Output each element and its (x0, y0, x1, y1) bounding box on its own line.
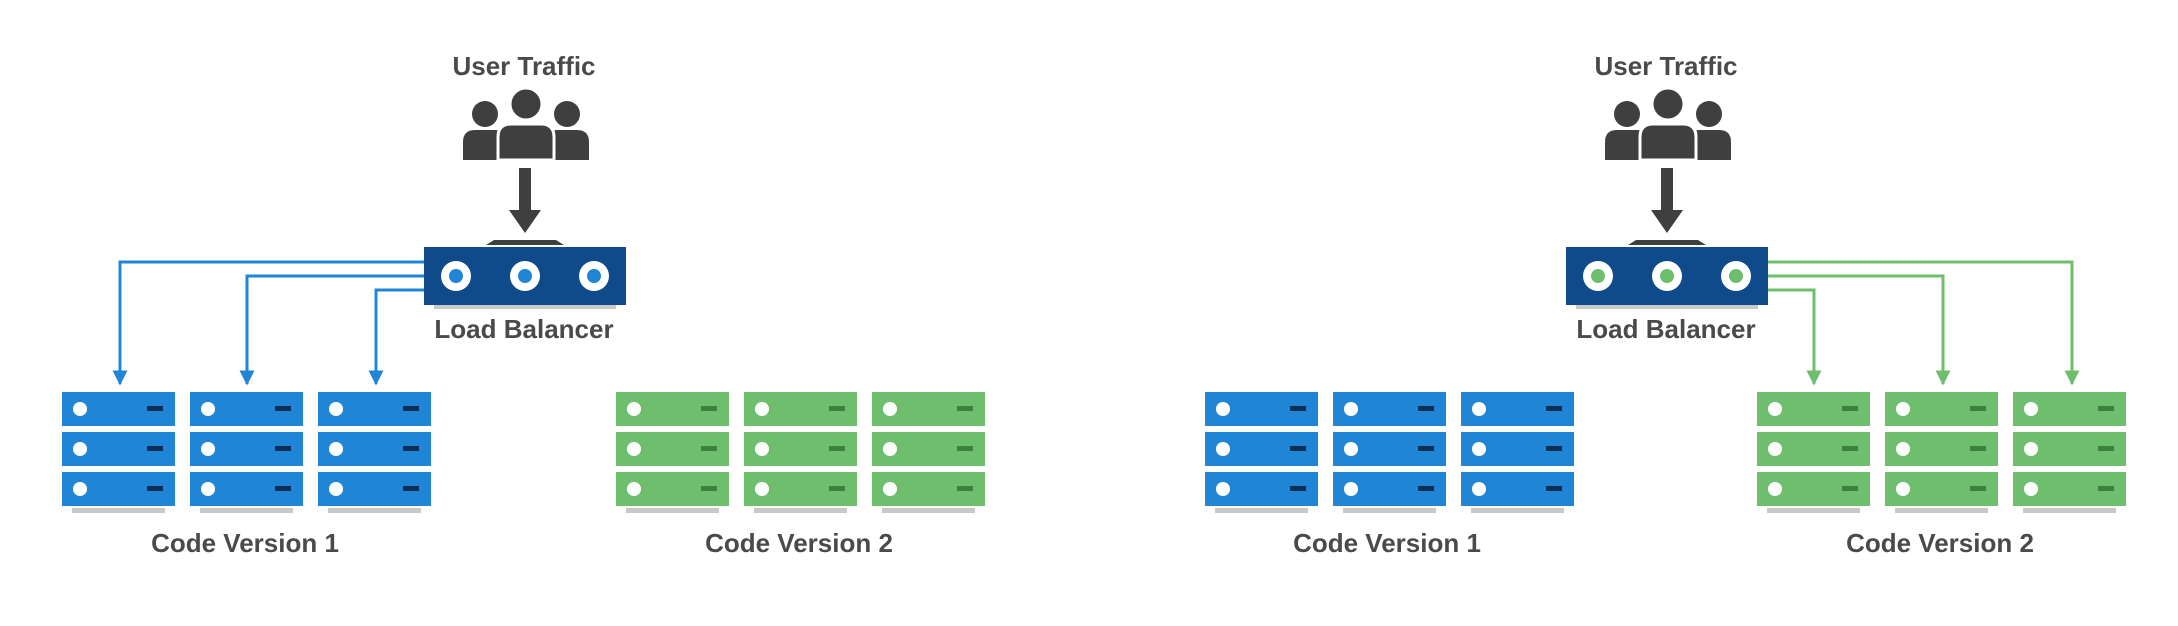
user-traffic-arrow (509, 168, 541, 233)
code-version-2-label: Code Version 2 (705, 528, 893, 558)
load-balancer-icon (1566, 240, 1768, 309)
panel-2: User Traffic (1205, 51, 2126, 558)
server-group-version-1 (62, 392, 431, 513)
server-stack-icon (1885, 392, 1998, 513)
server-group-version-2 (1757, 392, 2126, 513)
balancer-indicator-light (1591, 269, 1605, 283)
balancer-indicator-light (1729, 269, 1743, 283)
server-stack-icon (318, 392, 431, 513)
balancer-indicator-light (518, 269, 532, 283)
balancer-indicator-light (449, 269, 463, 283)
server-stack-icon (616, 392, 729, 513)
server-stack-icon (744, 392, 857, 513)
server-stack-icon (190, 392, 303, 513)
user-traffic-label: User Traffic (452, 51, 595, 81)
user-traffic-label: User Traffic (1594, 51, 1737, 81)
load-balancer-icon (424, 240, 626, 309)
code-version-1-label: Code Version 1 (151, 528, 339, 558)
server-stack-icon (62, 392, 175, 513)
server-stack-icon (2013, 392, 2126, 513)
routing-arrows-version-1 (112, 260, 424, 386)
routing-arrows-version-2 (1768, 260, 2080, 386)
server-stack-icon (1205, 392, 1318, 513)
server-stack-icon (1333, 392, 1446, 513)
load-balancer-label: Load Balancer (1576, 314, 1755, 344)
load-balancer-label: Load Balancer (434, 314, 613, 344)
server-stack-icon (872, 392, 985, 513)
server-stack-icon (1461, 392, 1574, 513)
users-icon (463, 86, 589, 162)
user-traffic-arrow (1651, 168, 1683, 233)
users-icon (1605, 86, 1731, 162)
balancer-indicator-light (587, 269, 601, 283)
panel-1: User Traffic (62, 51, 985, 558)
code-version-1-label: Code Version 1 (1293, 528, 1481, 558)
server-group-version-2 (616, 392, 985, 513)
server-group-version-1 (1205, 392, 1574, 513)
code-version-2-label: Code Version 2 (1846, 528, 2034, 558)
balancer-indicator-light (1660, 269, 1674, 283)
server-stack-icon (1757, 392, 1870, 513)
